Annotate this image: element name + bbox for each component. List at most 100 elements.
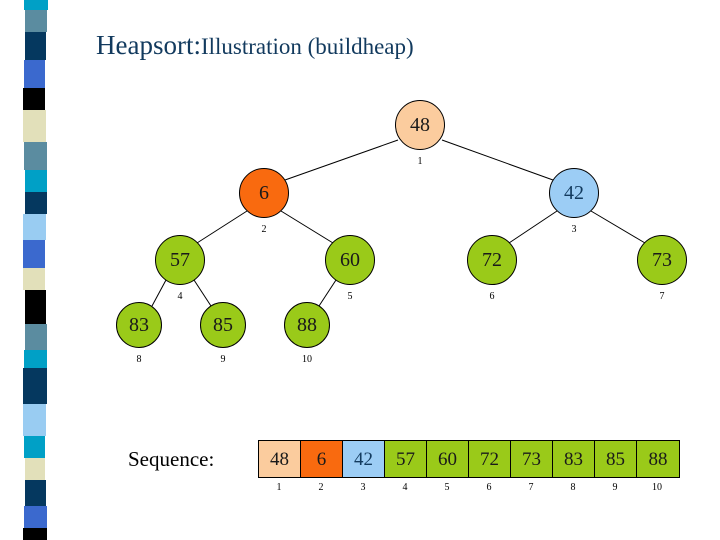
sequence-cell-value: 57 <box>396 448 415 470</box>
sequence-cell-value: 73 <box>522 448 541 470</box>
sequence-cell[interactable]: 6 <box>301 441 343 477</box>
sequence-index-row: 1 2 3 4 5 6 7 8 9 10 <box>258 483 678 493</box>
tree-node-value: 72 <box>482 249 502 271</box>
tree-node-index: 7 <box>659 291 665 302</box>
sequence-array: 48 6 42 57 60 72 73 83 85 88 <box>258 440 680 478</box>
tree-edge <box>284 139 399 181</box>
sequence-cell[interactable]: 72 <box>469 441 511 477</box>
page-title: Heapsort:Illustration (buildheap) <box>96 32 414 59</box>
tree-node[interactable]: 42 <box>549 168 599 218</box>
tree-node[interactable]: 6 <box>239 168 289 218</box>
tree-node[interactable]: 48 <box>395 100 445 150</box>
stripe-band <box>24 506 47 528</box>
tree-node-index: 9 <box>220 354 226 365</box>
sequence-cell-index: 1 <box>276 482 282 493</box>
tree-node-index: 6 <box>489 291 495 302</box>
stripe-band <box>25 170 47 192</box>
stripe-band <box>23 404 46 436</box>
tree-node[interactable]: 85 <box>200 302 246 348</box>
stripe-band <box>25 290 46 324</box>
tree-node-index: 2 <box>261 224 267 235</box>
sequence-cell-value: 88 <box>648 448 668 470</box>
stripe-band <box>25 480 46 506</box>
tree-node[interactable]: 88 <box>284 302 330 348</box>
sequence-cell[interactable]: 48 <box>259 441 301 477</box>
tree-node[interactable]: 83 <box>116 302 162 348</box>
decorative-color-stripe <box>0 0 70 540</box>
tree-edge <box>318 279 337 307</box>
tree-edge-lines <box>151 139 646 307</box>
stripe-band <box>25 10 47 32</box>
title-subtitle-text: Illustration (buildheap) <box>200 34 414 59</box>
sequence-cell-index: 7 <box>528 482 534 493</box>
title-main-text: Heapsort: <box>96 30 201 60</box>
sequence-cell-index: 2 <box>318 482 324 493</box>
sequence-cell[interactable]: 57 <box>385 441 427 477</box>
stripe-band <box>23 528 47 540</box>
sequence-cell-value: 85 <box>606 448 625 470</box>
tree-node-index: 8 <box>136 354 142 365</box>
tree-node-value: 57 <box>170 249 190 271</box>
sequence-cell[interactable]: 83 <box>553 441 595 477</box>
sequence-cell-index: 4 <box>402 482 408 493</box>
tree-node-value: 42 <box>564 182 584 204</box>
tree-node[interactable]: 72 <box>467 235 517 285</box>
tree-node-index: 10 <box>302 354 312 365</box>
sequence-cell-index: 6 <box>486 482 492 493</box>
tree-node-value: 88 <box>297 314 317 336</box>
tree-edge <box>590 210 646 244</box>
stripe-band <box>24 436 45 458</box>
stripe-band <box>24 350 47 368</box>
tree-node-value: 73 <box>652 249 672 271</box>
stripe-band <box>23 240 45 268</box>
stripe-band <box>25 458 45 480</box>
tree-edge <box>441 139 554 181</box>
stripe-band <box>23 214 46 240</box>
sequence-cell[interactable]: 42 <box>343 441 385 477</box>
sequence-label: Sequence: <box>128 447 215 471</box>
stripe-band <box>25 324 47 350</box>
tree-node-index: 4 <box>177 291 183 302</box>
sequence-cell[interactable]: 73 <box>511 441 553 477</box>
tree-edge <box>508 210 558 244</box>
sequence-cell-value: 6 <box>316 448 327 470</box>
tree-node-value: 48 <box>410 114 430 136</box>
tree-edge <box>280 210 334 244</box>
sequence-cell[interactable]: 60 <box>427 441 469 477</box>
sequence-cell[interactable]: 85 <box>595 441 637 477</box>
heap-tree-diagram: 48 1 6 2 42 3 57 4 60 5 72 6 73 7 83 8 85 9 88 10 <box>116 100 687 365</box>
sequence-cell-value: 83 <box>564 448 583 470</box>
tree-node-value: 60 <box>340 249 360 271</box>
sequence-cell-index: 5 <box>444 482 450 493</box>
sequence-cell-value: 42 <box>354 448 373 470</box>
sequence-cell-index: 9 <box>612 482 618 493</box>
stripe-band <box>24 142 47 170</box>
tree-node-index: 1 <box>417 156 423 167</box>
sequence-cell-index: 3 <box>360 482 366 493</box>
stripe-band <box>25 192 47 214</box>
tree-node[interactable]: 57 <box>155 235 205 285</box>
tree-node-value: 85 <box>213 314 233 336</box>
stripe-band <box>23 88 45 110</box>
tree-node[interactable]: 60 <box>325 235 375 285</box>
sequence-cell-index: 10 <box>652 482 662 493</box>
sequence-cell-index: 8 <box>570 482 576 493</box>
tree-node-index: 3 <box>571 224 577 235</box>
stripe-band <box>24 0 48 10</box>
tree-node[interactable]: 73 <box>637 235 687 285</box>
sequence-cell-value: 72 <box>480 448 499 470</box>
tree-node-value: 83 <box>129 314 149 336</box>
stripe-band <box>23 110 46 142</box>
stripe-band <box>25 32 46 60</box>
tree-edge <box>151 279 167 307</box>
tree-edge <box>193 279 212 307</box>
stripe-band <box>23 268 45 290</box>
sequence-cell-value: 60 <box>438 448 457 470</box>
tree-node-index: 5 <box>347 291 353 302</box>
tree-node-value: 6 <box>259 182 269 204</box>
tree-edge <box>196 210 248 244</box>
stripe-band <box>24 60 45 88</box>
sequence-cell[interactable]: 88 <box>637 441 679 477</box>
sequence-cell-value: 48 <box>270 448 289 470</box>
